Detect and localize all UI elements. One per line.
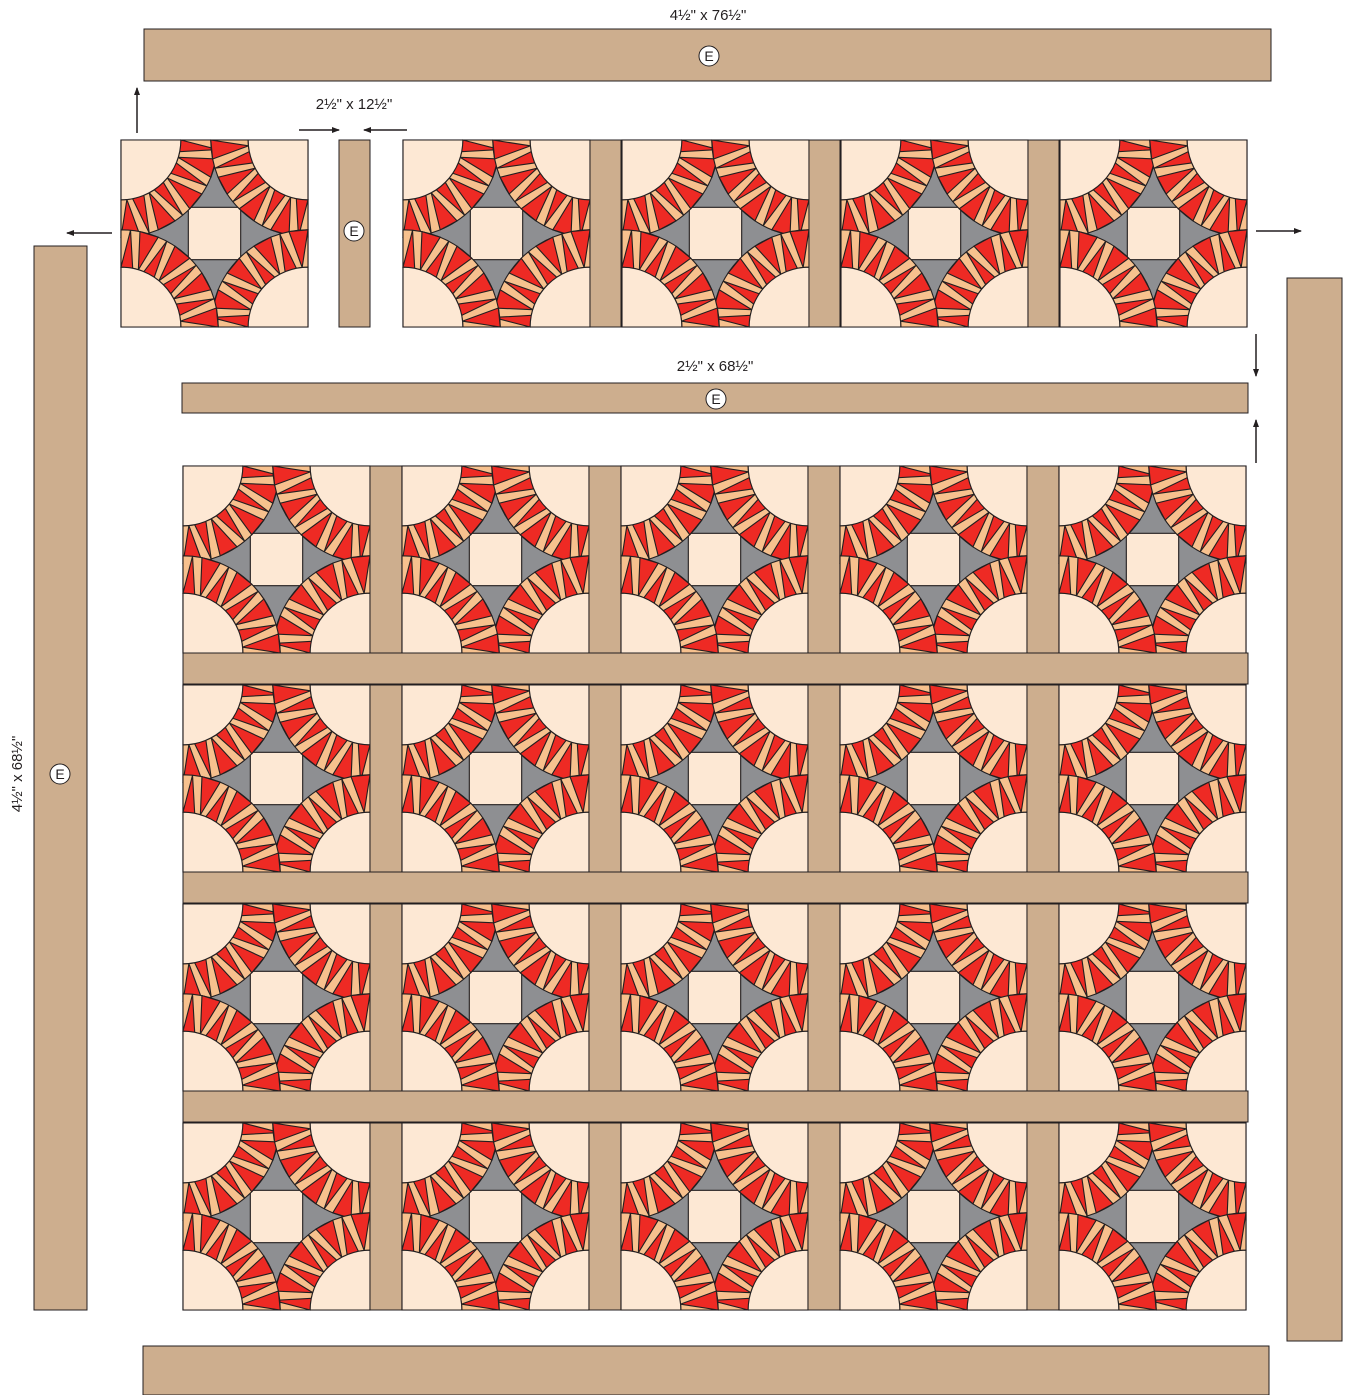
quilt-block <box>622 140 809 327</box>
quilt-block <box>840 466 1027 653</box>
row-sash-strip <box>183 1091 1248 1122</box>
assembled-block-row <box>403 140 1247 327</box>
quilt-block <box>183 466 370 653</box>
svg-text:E: E <box>704 48 713 64</box>
block-sash-strip <box>808 466 840 653</box>
block-sash-strip <box>808 1123 840 1310</box>
quilt-block <box>1059 685 1246 872</box>
svg-text:E: E <box>349 223 358 239</box>
block-sash-strip <box>370 1123 402 1310</box>
block-sash-strip <box>370 466 402 653</box>
quilt-block <box>621 904 808 1091</box>
block-sash-strip <box>1027 466 1059 653</box>
block-sash-strip <box>589 466 621 653</box>
quilt-block <box>621 1123 808 1310</box>
block-sash-strip <box>808 904 840 1091</box>
quilt-block <box>402 466 589 653</box>
quilt-block <box>402 685 589 872</box>
quilt-block <box>621 466 808 653</box>
block-sash-strip <box>1027 904 1059 1091</box>
quilt-block <box>840 685 1027 872</box>
quilt-block <box>1059 1123 1246 1310</box>
svg-text:E: E <box>55 766 64 782</box>
block-sash-strip <box>589 1123 621 1310</box>
piece-label-circle-icon: E <box>699 46 719 66</box>
svg-text:E: E <box>711 391 720 407</box>
block-sash-strip <box>809 140 840 327</box>
piece-label-circle-icon: E <box>344 221 364 241</box>
row-sash-strip <box>183 872 1248 903</box>
quilt-block <box>840 904 1027 1091</box>
block-sash-strip <box>1027 685 1059 872</box>
block-sash-strip <box>370 685 402 872</box>
quilt-block <box>402 904 589 1091</box>
bottom-border-strip <box>143 1346 1269 1395</box>
quilt-block <box>121 140 308 327</box>
side-border-label: 4½" x 68½" <box>9 736 26 813</box>
quilt-block <box>183 1123 370 1310</box>
row-sash-strip <box>183 653 1248 684</box>
row-sash-label: 2½" x 68½" <box>677 358 754 375</box>
right-border-strip <box>1287 278 1342 1341</box>
block-sash-strip <box>808 685 840 872</box>
block-sash-label: 2½" x 12½" <box>316 96 393 113</box>
block-sash-strip <box>589 904 621 1091</box>
quilt-block <box>183 904 370 1091</box>
quilt-block <box>403 140 590 327</box>
quilt-block <box>121 140 308 327</box>
assembled-quilt-center <box>183 466 1248 1310</box>
top-border-label: 4½" x 76½" <box>670 7 747 24</box>
quilt-block <box>841 140 1028 327</box>
quilt-block <box>1060 140 1247 327</box>
quilt-block <box>183 685 370 872</box>
block-sash-strip <box>1027 1123 1059 1310</box>
block-sash-strip <box>590 140 621 327</box>
quilt-block <box>402 1123 589 1310</box>
block-sash-strip <box>1028 140 1059 327</box>
quilt-block <box>621 685 808 872</box>
quilt-block <box>840 1123 1027 1310</box>
piece-label-circle-icon: E <box>50 764 70 784</box>
quilt-block <box>1059 466 1246 653</box>
block-sash-strip <box>370 904 402 1091</box>
piece-label-circle-icon: E <box>706 389 726 409</box>
quilt-block <box>1059 904 1246 1091</box>
block-sash-strip <box>589 685 621 872</box>
